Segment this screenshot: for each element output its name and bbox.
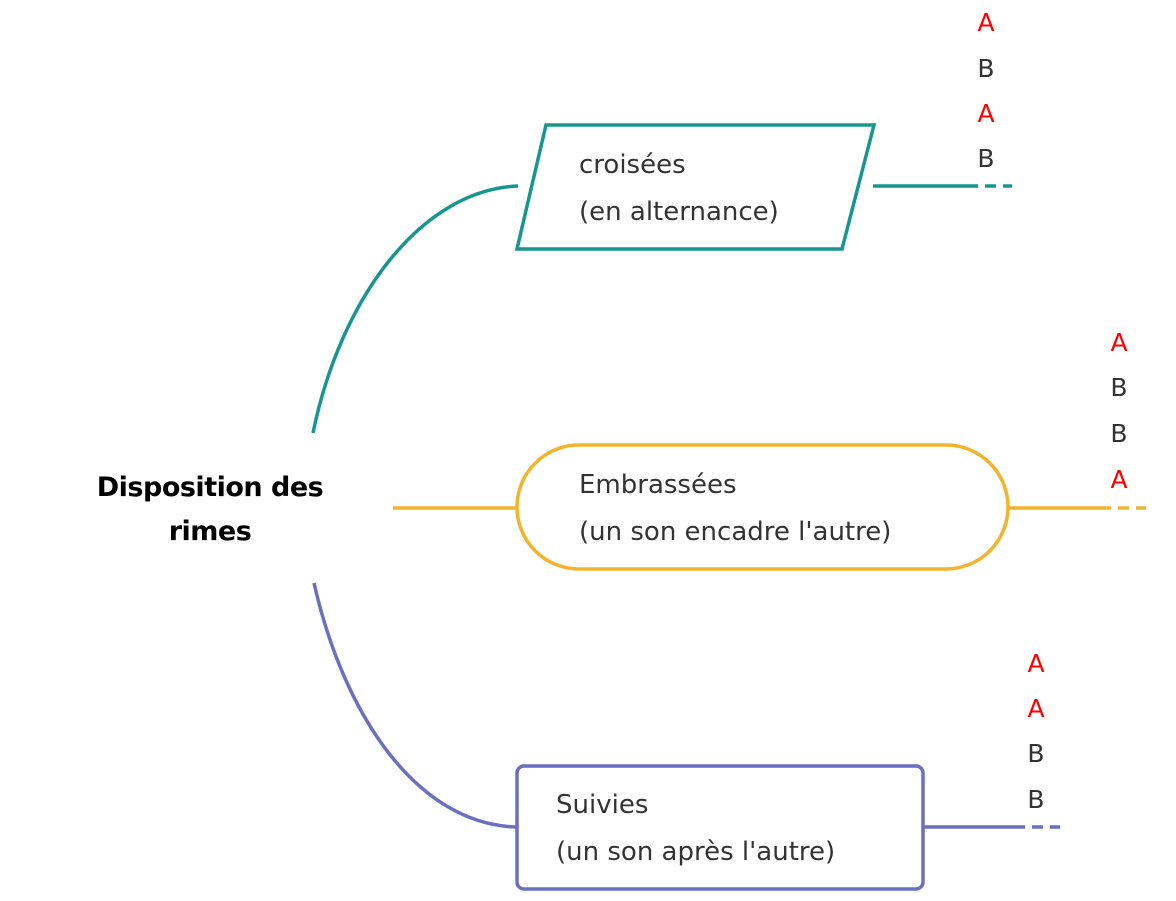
scheme-letter: A [1027, 694, 1045, 723]
node-croisees-subtitle: (en alternance) [579, 197, 779, 227]
node-embrassees[interactable]: Embrassées (un son encadre l'autre) [579, 462, 891, 556]
scheme-letter: B [1027, 785, 1045, 814]
node-suivies-title: Suivies [556, 790, 649, 820]
connector-suivies [312, 582, 518, 829]
central-topic[interactable]: Disposition des rimes [70, 466, 350, 554]
node-croisees[interactable]: croisées (en alternance) [579, 142, 779, 236]
central-topic-line1: Disposition des [96, 472, 324, 503]
node-shape-croisees [514, 123, 877, 251]
node-croisees-title: croisées [579, 150, 686, 180]
scheme-letter: A [1110, 328, 1128, 357]
scheme-letter: B [1110, 373, 1128, 402]
scheme-letter: A [977, 99, 995, 128]
scheme-letter: B [1110, 419, 1128, 448]
node-embrassees-title: Embrassées [579, 470, 737, 500]
scheme-letter: B [977, 54, 995, 83]
scheme-letter: B [1027, 739, 1045, 768]
scheme-letter: A [977, 8, 995, 37]
node-suivies-subtitle: (un son après l'autre) [556, 837, 836, 867]
node-suivies[interactable]: Suivies (un son après l'autre) [556, 782, 835, 876]
central-topic-line2: rimes [168, 516, 252, 547]
scheme-letter: A [1027, 649, 1045, 678]
scheme-letter: A [1110, 465, 1128, 494]
node-embrassees-subtitle: (un son encadre l'autre) [579, 517, 892, 547]
scheme-letter: B [977, 144, 995, 173]
connector-croisees [311, 184, 519, 434]
